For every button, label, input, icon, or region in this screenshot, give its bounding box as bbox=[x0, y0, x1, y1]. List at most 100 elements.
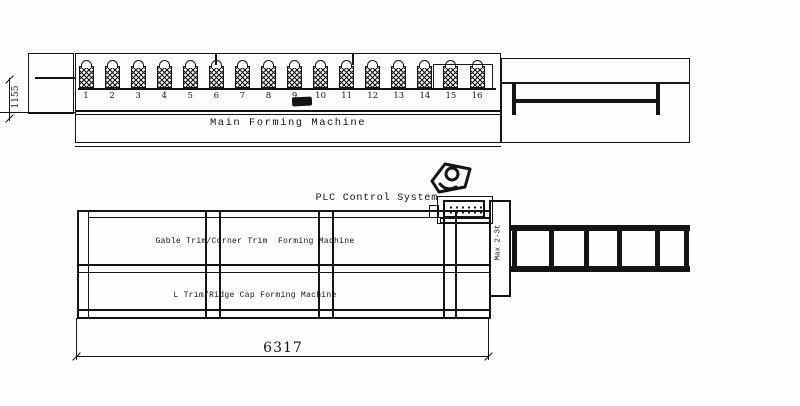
dim-1155-text: 1155 bbox=[11, 85, 21, 109]
roller-stand bbox=[156, 66, 172, 88]
frame-left-inner bbox=[88, 210, 90, 319]
uncoiler-box bbox=[28, 53, 74, 114]
plc-label: PLC Control System bbox=[315, 193, 438, 204]
section-divider-stub-1 bbox=[215, 53, 217, 65]
roller-stand bbox=[339, 66, 355, 88]
main-machine-label: Main Forming Machine bbox=[209, 117, 367, 129]
roller-stand bbox=[208, 66, 224, 88]
transfer-strip-right-edge bbox=[509, 200, 511, 297]
dim-6317-extension-left bbox=[76, 318, 77, 360]
station-cover-box bbox=[433, 64, 493, 90]
title-band-bottom-line-b bbox=[75, 146, 501, 147]
gable-corner-trim-label: Gable Trim/Corner Trim Forming Machine bbox=[155, 237, 355, 246]
station-number: 16 bbox=[471, 91, 483, 101]
frame-right-edge bbox=[489, 200, 491, 319]
frame-bottom-rail-a bbox=[77, 309, 490, 311]
roller-arch bbox=[184, 60, 196, 68]
roller-stand bbox=[260, 66, 276, 88]
frame-top-rail-b bbox=[88, 217, 490, 219]
uncoiler-shaft-line bbox=[35, 77, 75, 79]
roller-stand bbox=[182, 66, 198, 88]
dim-6317-line bbox=[76, 356, 489, 358]
roller-stand bbox=[104, 66, 120, 88]
frame-column-3b bbox=[455, 210, 457, 318]
plc-box-inner bbox=[443, 200, 485, 218]
frame-mid-rail-b bbox=[77, 272, 490, 274]
roller-stand bbox=[78, 66, 94, 88]
frame-column-1a bbox=[205, 210, 207, 318]
frame-left-edge bbox=[77, 210, 79, 319]
station-number: 4 bbox=[161, 91, 167, 101]
roller-arch bbox=[393, 60, 405, 68]
dim-1155-extension-line bbox=[0, 112, 76, 113]
runout-table-outline bbox=[501, 58, 690, 143]
station-number: 6 bbox=[213, 91, 220, 101]
roller-stand bbox=[391, 66, 407, 88]
frame-column-2a bbox=[318, 210, 320, 318]
dim-1155-line bbox=[9, 78, 10, 121]
station-number: 1 bbox=[83, 91, 89, 101]
plc-box-tab bbox=[429, 205, 439, 218]
station-number: 7 bbox=[239, 91, 246, 101]
station-number: 2 bbox=[109, 91, 115, 101]
title-band-top-line-a bbox=[75, 110, 501, 112]
plc-box-outer bbox=[437, 196, 493, 224]
station-number: 13 bbox=[393, 91, 405, 101]
section-divider-stub-2 bbox=[352, 53, 354, 65]
transfer-strip-top-cap bbox=[489, 200, 511, 202]
frame-bottom-rail-b bbox=[77, 317, 490, 319]
frame-column-1b bbox=[219, 210, 221, 318]
roller-arch bbox=[236, 60, 248, 68]
frame-mid-rail-a bbox=[77, 264, 490, 266]
runout-table-surface-line bbox=[501, 82, 690, 84]
operator-console-icon bbox=[430, 162, 472, 194]
roller-stand bbox=[130, 66, 146, 88]
frame-column-3a bbox=[443, 210, 445, 318]
conveyor-rung-4 bbox=[617, 225, 622, 271]
roller-stand bbox=[365, 66, 381, 88]
dim-6317-text: 6317 bbox=[263, 340, 303, 356]
runout-table-stretcher-bar bbox=[512, 99, 660, 103]
roller-stand bbox=[287, 66, 303, 88]
conveyor-rung-5 bbox=[655, 225, 660, 271]
plc-keypad-dots bbox=[447, 204, 483, 217]
roller-arch bbox=[106, 60, 118, 68]
station-number: 9 bbox=[291, 91, 298, 101]
station-number: 8 bbox=[265, 91, 272, 101]
conveyor-bottom-rail bbox=[510, 266, 690, 272]
conveyor-rung-2 bbox=[549, 225, 554, 271]
roller-arch bbox=[315, 60, 327, 68]
roller-arch bbox=[80, 60, 92, 68]
roller-arch bbox=[289, 60, 301, 68]
station-number: 10 bbox=[315, 91, 326, 101]
station-number: 15 bbox=[445, 91, 457, 101]
conveyor-rung-6 bbox=[684, 225, 689, 271]
title-band-top-line-b bbox=[75, 114, 501, 115]
transfer-strip-bottom-cap bbox=[489, 295, 511, 297]
gearbox-blob bbox=[291, 96, 313, 107]
roller-arch bbox=[132, 60, 144, 68]
roller-baseline bbox=[78, 88, 496, 90]
station-number: 3 bbox=[135, 91, 141, 101]
station-number: 5 bbox=[187, 91, 193, 101]
roller-stand bbox=[234, 66, 250, 88]
conveyor-rung-3 bbox=[584, 225, 589, 271]
station-number: 14 bbox=[419, 91, 431, 101]
dim-6317-extension-right bbox=[488, 318, 489, 360]
conveyor-top-rail bbox=[510, 225, 690, 231]
main-machine-outline bbox=[75, 53, 501, 143]
side-note-text: Max 2-3t bbox=[494, 224, 503, 261]
roller-stand bbox=[313, 66, 329, 88]
conveyor-rung-1 bbox=[512, 225, 517, 271]
roller-stand bbox=[417, 66, 433, 88]
frame-top-rail-a bbox=[77, 210, 490, 212]
roller-arch bbox=[262, 60, 274, 68]
roller-arch bbox=[419, 60, 431, 68]
l-trim-ridge-cap-label: L Trim/Ridge Cap Forming Machine bbox=[173, 291, 337, 300]
station-number: 12 bbox=[367, 91, 379, 101]
roller-arch bbox=[367, 60, 379, 68]
station-number: 11 bbox=[341, 91, 353, 101]
frame-column-2b bbox=[332, 210, 334, 318]
